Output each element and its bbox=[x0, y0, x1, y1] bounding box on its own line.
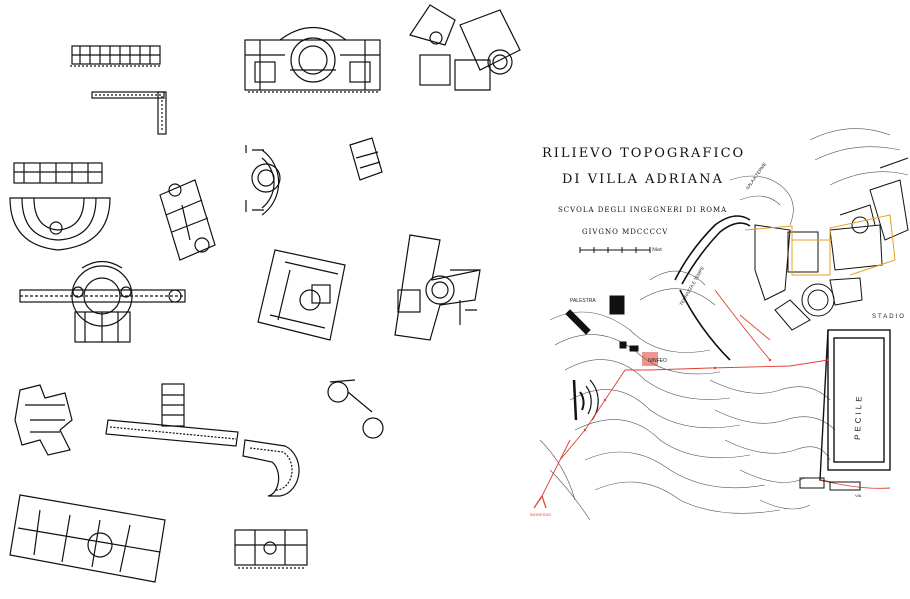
label-palestra: PALESTRA bbox=[570, 298, 596, 304]
label-stadio: STADIO bbox=[872, 314, 906, 320]
plan-t-building bbox=[105, 383, 239, 447]
contour-lines bbox=[539, 128, 909, 521]
roads bbox=[539, 289, 891, 501]
plan-cross-hall bbox=[19, 260, 186, 343]
plan-large-baths bbox=[9, 494, 166, 583]
greek-theatre bbox=[572, 379, 599, 421]
plan-maritime-theatre-section bbox=[9, 162, 111, 251]
lower-right-buildings bbox=[799, 477, 861, 491]
plan-small-bath bbox=[234, 529, 308, 569]
map-scale-unit: Met bbox=[652, 247, 663, 253]
palace-highlight-outline bbox=[744, 214, 896, 276]
scale-bar bbox=[579, 247, 651, 253]
plan-rotated-complex bbox=[409, 4, 521, 91]
topographic-map: RILIEVO TOPOGRAFICO DI VILLA ADRIANA SCV… bbox=[530, 0, 910, 599]
map-drawing: PALESTRA NINFEO TERRAZZA E TEMPE SALA A … bbox=[530, 128, 909, 521]
map-title-line2: DI VILLA ADRIANA bbox=[562, 172, 724, 187]
plan-rotated-rooms bbox=[159, 179, 216, 261]
map-date: GIVGNO MDCCCCV bbox=[582, 228, 669, 236]
label-pecile: PECILE bbox=[853, 393, 864, 440]
map-subtitle: SCVOLA DEGLI INGEGNERI DI ROMA bbox=[558, 206, 728, 214]
terrazza-wall bbox=[674, 215, 751, 361]
plan-small-pavilion bbox=[349, 137, 383, 181]
plan-cluster-lower-left bbox=[14, 384, 73, 456]
plan-l-portico bbox=[91, 91, 167, 135]
road-markers bbox=[583, 358, 830, 432]
label-ninfeo: NINFEO bbox=[648, 358, 667, 364]
palestra-structures bbox=[565, 295, 658, 366]
label-ingresso: INGRESSO bbox=[530, 512, 551, 517]
ingresso-marker bbox=[533, 494, 547, 509]
plan-semicircle-exedra bbox=[245, 145, 281, 216]
plan-island-complex bbox=[394, 234, 481, 341]
plan-rectangular-villa bbox=[257, 249, 346, 341]
plan-long-hall bbox=[70, 45, 162, 67]
plan-round-pavilion bbox=[327, 379, 384, 439]
map-title-line1: RILIEVO TOPOGRAFICO bbox=[542, 146, 746, 161]
plan-curved-portico bbox=[242, 439, 300, 497]
architectural-plans-collage bbox=[9, 4, 521, 583]
label-via: VIA bbox=[855, 493, 862, 498]
plan-villa-courtyard bbox=[244, 27, 381, 93]
